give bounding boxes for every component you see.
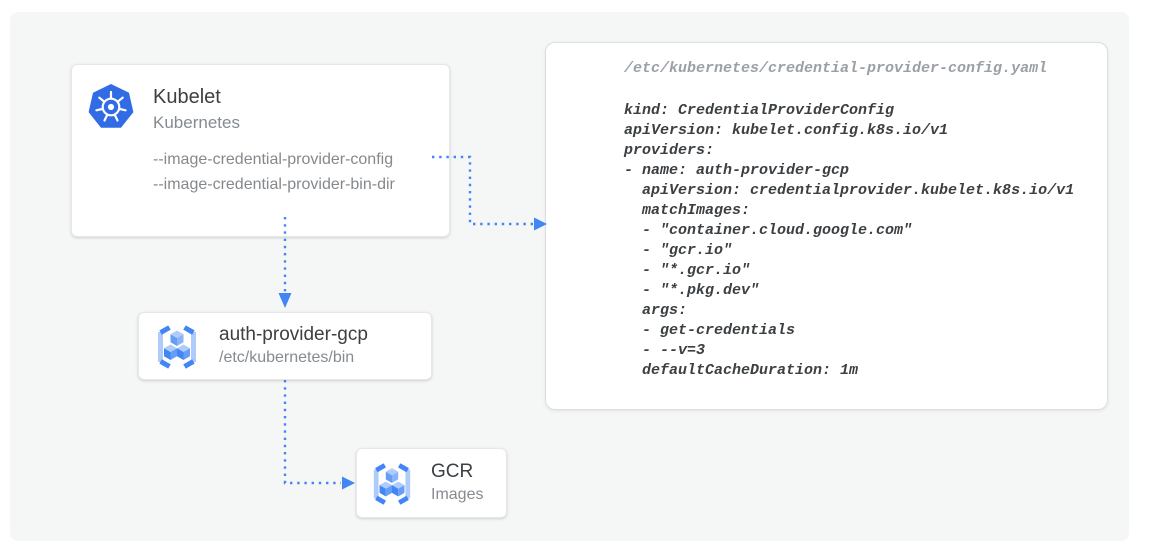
gcr-node: GCR Images (356, 448, 507, 518)
gcr-icon (369, 462, 415, 506)
kubelet-node: Kubelet Kubernetes --image-credential-pr… (71, 64, 450, 237)
kubelet-flags: --image-credential-provider-config --ima… (153, 147, 395, 197)
auth-provider-title: auth-provider-gcp (219, 324, 368, 345)
config-file-path: /etc/kubernetes/credential-provider-conf… (624, 60, 1048, 77)
gcr-icon (153, 324, 201, 370)
kubelet-subtitle: Kubernetes (153, 113, 240, 132)
gcr-title: GCR (431, 461, 474, 482)
gcr-subtitle: Images (431, 486, 484, 503)
kubelet-flag-bin-dir: --image-credential-provider-bin-dir (153, 176, 395, 193)
kubelet-flag-config: --image-credential-provider-config (153, 151, 394, 168)
kubernetes-icon (87, 83, 135, 131)
config-yaml-content: kind: CredentialProviderConfig apiVersio… (624, 102, 1075, 379)
auth-provider-subtitle: /etc/kubernetes/bin (219, 349, 355, 366)
kubelet-title: Kubelet (153, 86, 221, 108)
auth-provider-gcp-node: auth-provider-gcp /etc/kubernetes/bin (138, 312, 432, 380)
credential-provider-config-card: /etc/kubernetes/credential-provider-conf… (545, 42, 1108, 410)
